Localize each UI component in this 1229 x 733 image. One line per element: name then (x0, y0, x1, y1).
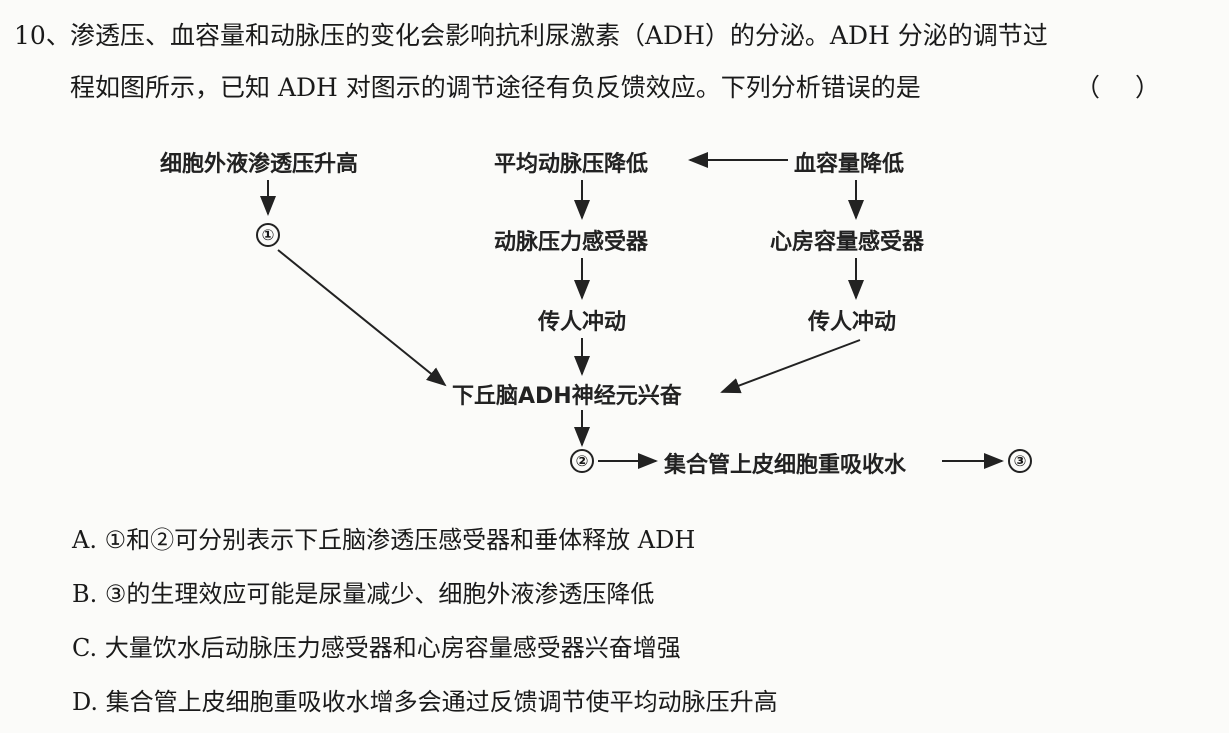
marker-3: ③ (1008, 449, 1032, 473)
option-c[interactable]: C. 大量饮水后动脉压力感受器和心房容量感受器兴奋增强 (72, 628, 681, 663)
question-stem-line1: 渗透压、血容量和动脉压的变化会影响抗利尿激素（ADH）的分泌。ADH 分泌的调节… (70, 21, 1048, 50)
node-collecting-duct: 集合管上皮细胞重吸收水 (664, 453, 907, 478)
option-d-text: 集合管上皮细胞重吸收水增多会通过反馈调节使平均动脉压升高 (105, 688, 778, 716)
option-b-text: ③的生理效应可能是尿量减少、细胞外液渗透压降低 (104, 580, 655, 608)
node-baroreceptor: 动脉压力感受器 (494, 230, 649, 255)
question-number: 10、 (14, 21, 71, 50)
node-map-drop: 平均动脉压降低 (494, 152, 649, 177)
node-blood-volume-drop: 血容量降低 (794, 152, 905, 177)
option-a-label: A. (72, 526, 97, 554)
arrow-imp2-to-hypo (720, 339, 861, 394)
node-atrial-receptor: 心房容量感受器 (770, 230, 925, 255)
option-a-text: ①和②可分别表示下丘脑渗透压感受器和垂体释放 ADH (104, 526, 696, 554)
marker-2: ② (570, 449, 594, 473)
option-b[interactable]: B. ③的生理效应可能是尿量减少、细胞外液渗透压降低 (72, 574, 654, 609)
option-d-label: D. (72, 688, 99, 716)
marker-1: ① (256, 223, 280, 247)
node-hypothalamus-adh: 下丘脑ADH神经元兴奋 (452, 384, 682, 409)
arrow-1-to-hypo (277, 249, 447, 387)
answer-blank[interactable]: （） (1075, 68, 1195, 104)
option-c-label: C. (72, 634, 98, 662)
paren-close: ） (1135, 73, 1161, 102)
node-afferent-impulse-2: 传人冲动 (808, 310, 897, 335)
node-ecf-osmotic-rise: 细胞外液渗透压升高 (160, 152, 359, 177)
option-c-text: 大量饮水后动脉压力感受器和心房容量感受器兴奋增强 (104, 634, 681, 662)
option-b-label: B. (72, 580, 98, 608)
node-afferent-impulse-1: 传人冲动 (538, 310, 627, 335)
option-a[interactable]: A. ①和②可分别表示下丘脑渗透压感受器和垂体释放 ADH (72, 520, 695, 555)
question-stem-line2: 程如图所示，已知 ADH 对图示的调节途径有负反馈效应。下列分析错误的是 (70, 73, 921, 102)
paren-open: （ (1075, 73, 1101, 102)
option-d[interactable]: D. 集合管上皮细胞重吸收水增多会通过反馈调节使平均动脉压升高 (72, 682, 778, 717)
